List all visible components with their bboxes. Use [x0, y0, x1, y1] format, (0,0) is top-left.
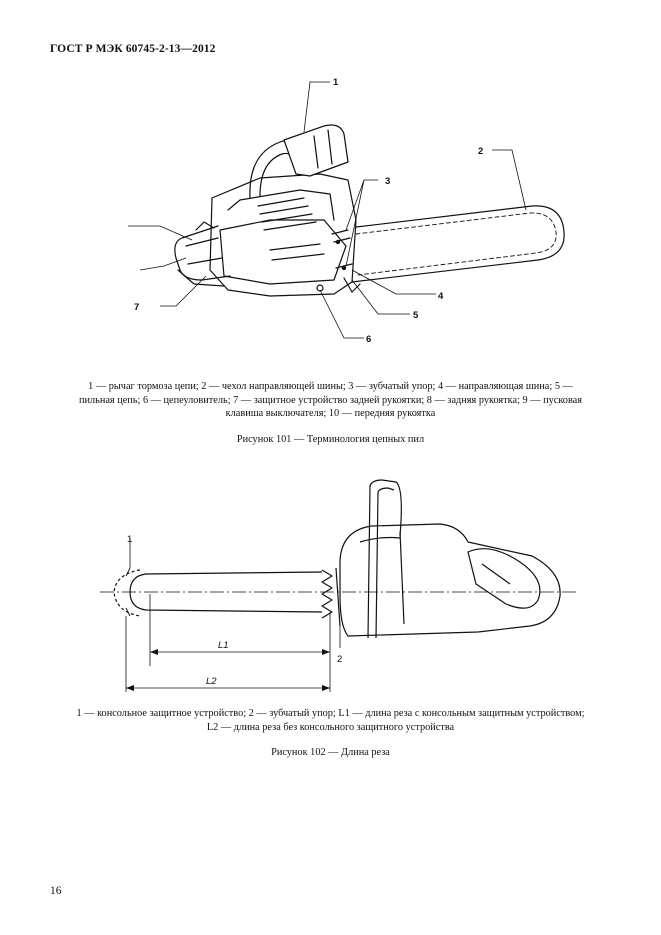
- figure-101-label-4: 4: [438, 291, 444, 302]
- figure-102-caption: 1 — консольное защитное устройство; 2 — …: [40, 707, 621, 734]
- figure-101-caption-line-3: клавиша выключателя; 10 — передняя рукоя…: [225, 408, 436, 419]
- figure-102-label-2: 2: [337, 654, 342, 665]
- figure-101-label-6: 6: [366, 334, 371, 345]
- figure-102-label-L1: L1: [218, 640, 229, 651]
- engine-housing: [339, 523, 561, 637]
- figure-101-label-1: 1: [333, 77, 339, 88]
- page-number: 16: [50, 885, 62, 897]
- figure-102-caption-line-1: 1 — консольное защитное устройство; 2 — …: [76, 708, 585, 719]
- rear-handle: [467, 548, 541, 609]
- figure-101-label-7: 7: [134, 302, 139, 313]
- figure-101-caption-line-1: 1 — рычаг тормоза цепи; 2 — чехол направ…: [88, 381, 573, 392]
- guide-bar: [347, 205, 565, 283]
- document-header: ГОСТ Р МЭК 60745-2-13—2012: [50, 43, 216, 55]
- figure-101-caption-line-2: пильная цепь; 6 — цепеуловитель; 7 — защ…: [78, 394, 582, 406]
- engine-body: [209, 173, 357, 297]
- figure-101-label-5: 5: [413, 310, 419, 321]
- figure-102-caption-line-2: L2 — длина реза без консольного защитног…: [206, 721, 455, 733]
- guide-bar-cover-dash: [355, 212, 557, 276]
- figure-101-title: Рисунок 101 — Терминология цепных пил: [236, 434, 425, 445]
- figure-101-label-2: 2: [478, 146, 483, 157]
- front-handle: [367, 479, 402, 639]
- figure-102-label-L2: L2: [206, 676, 217, 687]
- figure-101-chainsaw-drawing: 1 2 3 4 5 6 7: [128, 77, 565, 345]
- spike-bumper: [321, 569, 333, 619]
- figure-101-label-3: 3: [385, 176, 390, 187]
- figure-102-label-1: 1: [127, 534, 132, 545]
- figure-102-cutting-length-drawing: 1 2 L1 L2: [100, 479, 578, 692]
- rear-handle: [174, 225, 231, 281]
- figure-102-title: Рисунок 102 — Длина реза: [271, 747, 390, 758]
- figure-101-caption: 1 — рычаг тормоза цепи; 2 — чехол направ…: [40, 380, 621, 421]
